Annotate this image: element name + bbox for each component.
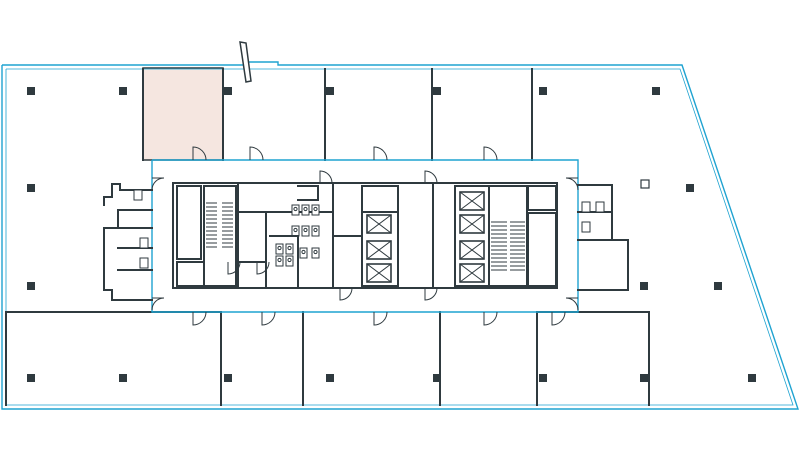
door-swing xyxy=(565,177,579,191)
elevator-cross xyxy=(459,263,485,283)
column xyxy=(119,87,127,95)
door-swing xyxy=(483,311,498,326)
door-swing xyxy=(373,311,388,326)
restroom-east xyxy=(577,179,650,291)
door-swing xyxy=(424,170,438,184)
column xyxy=(433,87,441,95)
toilet-bowl xyxy=(313,249,318,255)
column xyxy=(27,87,35,95)
door-swing xyxy=(565,297,579,311)
column xyxy=(748,374,756,382)
door-swing xyxy=(192,311,207,326)
door-swing xyxy=(256,261,270,275)
restroom-core xyxy=(269,185,320,267)
column xyxy=(640,374,648,382)
toilet-bowl xyxy=(277,257,282,263)
door-swing xyxy=(339,287,353,301)
door-swing xyxy=(373,146,388,161)
elevator-cross xyxy=(366,263,392,283)
vent-shaft xyxy=(239,41,252,83)
elevator-cross xyxy=(366,214,392,234)
toilet-bowl xyxy=(313,227,318,233)
column xyxy=(539,374,547,382)
office-partitions xyxy=(5,68,650,406)
column xyxy=(652,87,660,95)
column xyxy=(686,184,694,192)
stair-left xyxy=(176,185,237,287)
elevator-cross xyxy=(459,191,485,211)
elevator-shaft-right xyxy=(454,185,490,287)
column xyxy=(27,184,35,192)
toilet-bowl xyxy=(287,245,292,251)
door-swing xyxy=(151,177,165,191)
column xyxy=(714,282,722,290)
door-swing xyxy=(192,146,207,161)
door-swing xyxy=(483,146,498,161)
toilet-bowl xyxy=(293,227,298,233)
structural-columns xyxy=(27,87,756,382)
toilet-bowl xyxy=(313,206,318,212)
toilet-bowl xyxy=(277,245,282,251)
door-swing xyxy=(424,287,438,301)
toilet-bowl xyxy=(303,227,308,233)
column xyxy=(119,374,127,382)
column xyxy=(224,374,232,382)
elevator-shaft-left xyxy=(361,185,399,287)
door-swing xyxy=(151,297,165,311)
column xyxy=(224,87,232,95)
column xyxy=(640,282,648,290)
elevator-cross xyxy=(459,240,485,260)
corridor-glazing xyxy=(151,159,579,313)
toilet-bowl xyxy=(293,206,298,212)
door-swing xyxy=(551,311,566,326)
column xyxy=(433,374,441,382)
column xyxy=(539,87,547,95)
door-swing xyxy=(261,311,276,326)
stair-right xyxy=(488,185,557,287)
column xyxy=(326,374,334,382)
restroom-west xyxy=(103,183,153,301)
toilet-bowl xyxy=(303,206,308,212)
column xyxy=(326,87,334,95)
restroom-wall xyxy=(297,185,319,201)
elevator-bank xyxy=(361,185,490,287)
elevator-cross xyxy=(366,240,392,260)
highlighted-office[interactable] xyxy=(142,67,224,161)
exterior-curtain-wall xyxy=(1,61,799,410)
door-swing xyxy=(227,261,241,275)
door-swing xyxy=(249,146,264,161)
elevator-cross xyxy=(459,214,485,234)
column xyxy=(27,282,35,290)
door-swing xyxy=(319,170,333,184)
doors xyxy=(151,146,579,326)
toilet-bowl xyxy=(287,257,292,263)
toilet-bowl xyxy=(301,249,306,255)
column xyxy=(27,374,35,382)
